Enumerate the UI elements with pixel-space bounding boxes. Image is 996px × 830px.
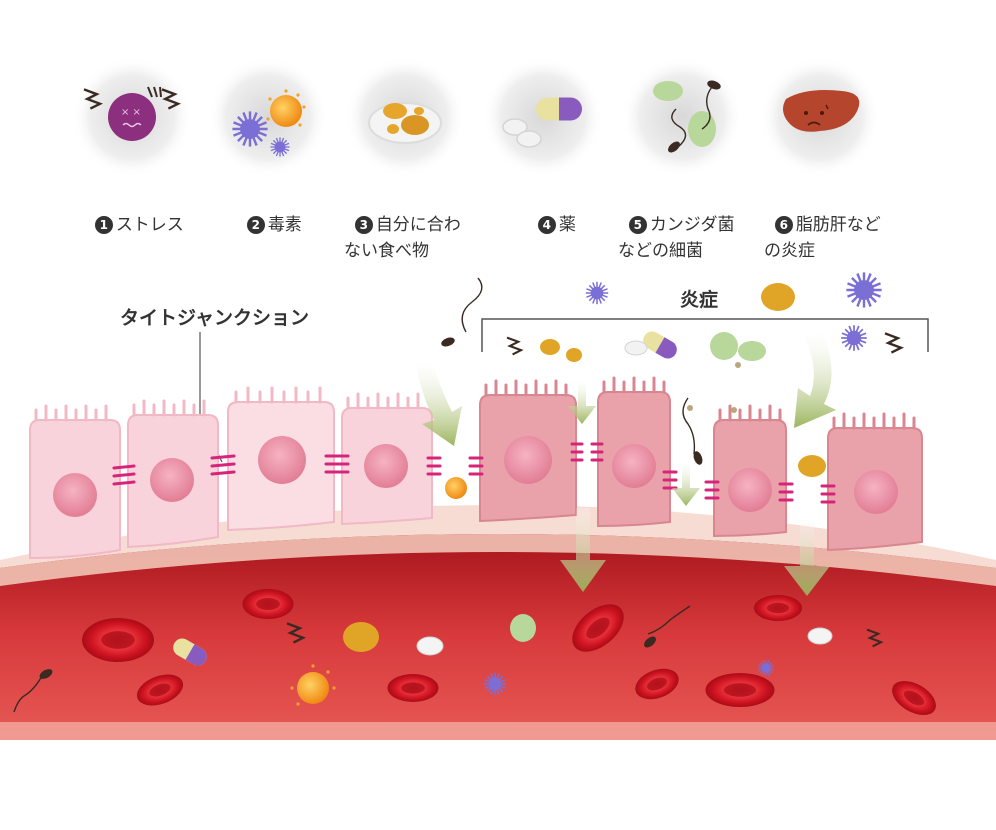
inflamed-cell: [827, 412, 923, 552]
cause-icon-toxin: [208, 57, 328, 177]
cause-text: 脂肪肝など の炎症: [764, 215, 881, 261]
tight-junction-open: [662, 470, 720, 500]
blood-contents: [13, 589, 942, 723]
food-plate-icon: [368, 102, 442, 144]
red-blood-cell: [82, 618, 154, 662]
inflammation-bracket: [481, 318, 929, 352]
red-blood-cell: [242, 589, 294, 619]
tight-junction-open: [426, 456, 484, 476]
healthy-cell: [29, 404, 121, 560]
tight-junction-intact: [324, 454, 350, 474]
tight-junctions: [112, 442, 836, 504]
number-badge: 3: [354, 216, 373, 234]
tight-junction-intact: [112, 464, 136, 486]
number-badge: 6: [774, 216, 793, 234]
healthy-cell: [227, 386, 335, 532]
cause-icon-medicine: [483, 57, 603, 177]
tight-junction-open: [778, 482, 836, 504]
toxin-icon: [231, 89, 306, 158]
healthy-cell: [341, 392, 433, 526]
penetration-arrows: [416, 332, 836, 596]
svg-text:× ×: × ×: [121, 107, 141, 118]
number-badge: 4: [537, 216, 556, 234]
cause-icon-unsuitable-food: [345, 57, 465, 177]
inflamed-cell: [713, 404, 787, 538]
red-blood-cell: [754, 595, 802, 621]
number-badge: 5: [628, 216, 647, 234]
medicine-icon: [502, 97, 582, 148]
cause-text: カンジダ菌 などの細菌: [618, 215, 735, 261]
number-badge: 2: [246, 216, 265, 234]
healthy-cell: [127, 399, 219, 549]
fatty-liver-icon: [783, 90, 860, 132]
inflammation-label: 炎症: [680, 289, 719, 311]
floating-pathogens: [440, 271, 903, 368]
cause-text: 薬: [558, 215, 576, 235]
cause-text: 毒素: [267, 215, 302, 235]
tight-junction-label: タイトジャンクション: [120, 307, 310, 329]
cause-icon-fatty-liver: [760, 57, 880, 177]
cause-icon-stress: × ×: [72, 57, 192, 177]
cause-icon-bacteria: [622, 57, 742, 177]
inflamed-cell: [479, 379, 577, 523]
tight-junction-open: [570, 442, 604, 462]
cause-text: ストレス: [115, 215, 184, 235]
inflamed-cell: [597, 376, 671, 528]
number-badge: 1: [94, 216, 113, 234]
red-blood-cell: [705, 673, 775, 707]
bacteria-icon: [653, 78, 722, 155]
stressed-face-icon: × ×: [82, 86, 180, 141]
epithelial-cells: [29, 376, 923, 560]
red-blood-cell: [387, 674, 439, 702]
tight-junction-intact: [210, 454, 236, 476]
cause-text: 自分に合わ ない食べ物: [344, 215, 461, 261]
